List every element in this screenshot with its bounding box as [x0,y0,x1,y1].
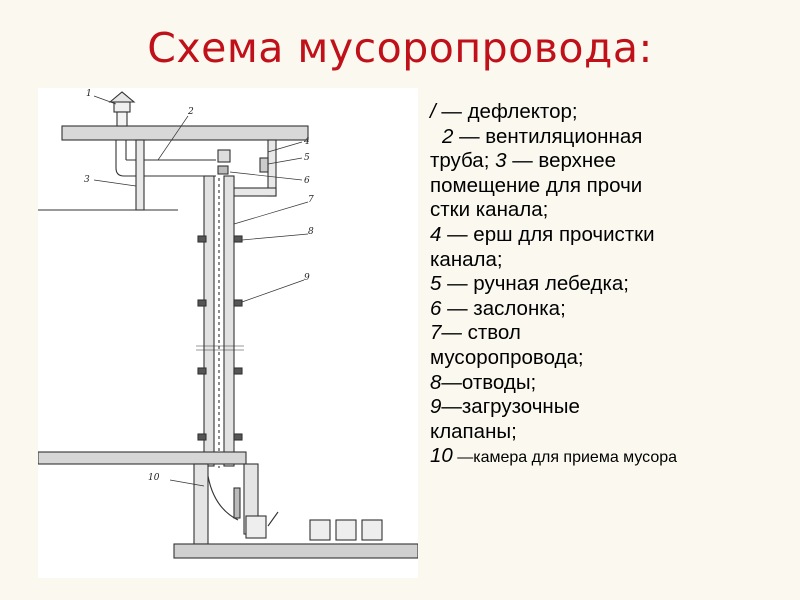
fig-label-6: 6 [304,176,310,186]
brush [217,149,231,163]
legend-item: канала; [430,247,503,271]
legend-item: 7— ствол [430,321,521,345]
deflector [108,91,136,127]
vent-pipe [115,140,216,177]
fig-label-9: 9 [304,273,310,283]
figure-labels: 1 2 3 4 5 6 7 8 9 10 [84,89,314,483]
fig-label-2: 2 [187,107,194,117]
loading-valves [197,235,243,441]
fig-label-3: 3 [84,175,90,185]
upper-room [38,139,277,211]
legend-item: труба; 3 — верхнее [430,149,617,173]
legend-item: 8—отводы; [430,370,537,394]
legend-item: 5 — ручная лебедка; [430,272,629,296]
garbage-chute-diagram: 1 2 3 4 5 6 7 8 9 10 [38,88,418,578]
fig-label-8: 8 [308,227,314,237]
leader-lines [93,95,309,487]
legend-item: 10 —камера для приема мусора [430,444,678,468]
winch [259,157,269,173]
bins [245,511,383,541]
legend-item: 2 — вентиляционная [442,124,643,148]
legend-item: стки канала; [430,198,549,222]
legend-item: 4 — ерш для прочистки [430,222,655,246]
ground-slab [173,543,418,559]
chute-shaft [196,175,244,468]
fig-label-4: 4 [303,137,310,147]
damper [217,165,229,175]
legend-item: 9—загрузочные [430,395,580,419]
floor-slab [38,451,247,465]
fig-label-5: 5 [304,153,310,163]
legend-item: помещение для прочи [430,173,643,197]
legend-item: мусоропровода; [430,345,584,369]
fig-label-10: 10 [148,473,160,483]
legend-item: / — дефлектор; [430,100,578,123]
fig-label-1: 1 [86,89,92,99]
legend: / — дефлектор; 2 — вентиляционная труба;… [430,100,792,471]
diagram-svg: 1 2 3 4 5 6 7 8 9 10 [38,89,418,559]
legend-item: клапаны; [430,419,517,443]
slide-title: Схема мусоропровода: [147,24,653,72]
fig-label-7: 7 [308,195,314,205]
roof-slab [61,125,309,141]
legend-item: 6 — заслонка; [430,296,566,320]
